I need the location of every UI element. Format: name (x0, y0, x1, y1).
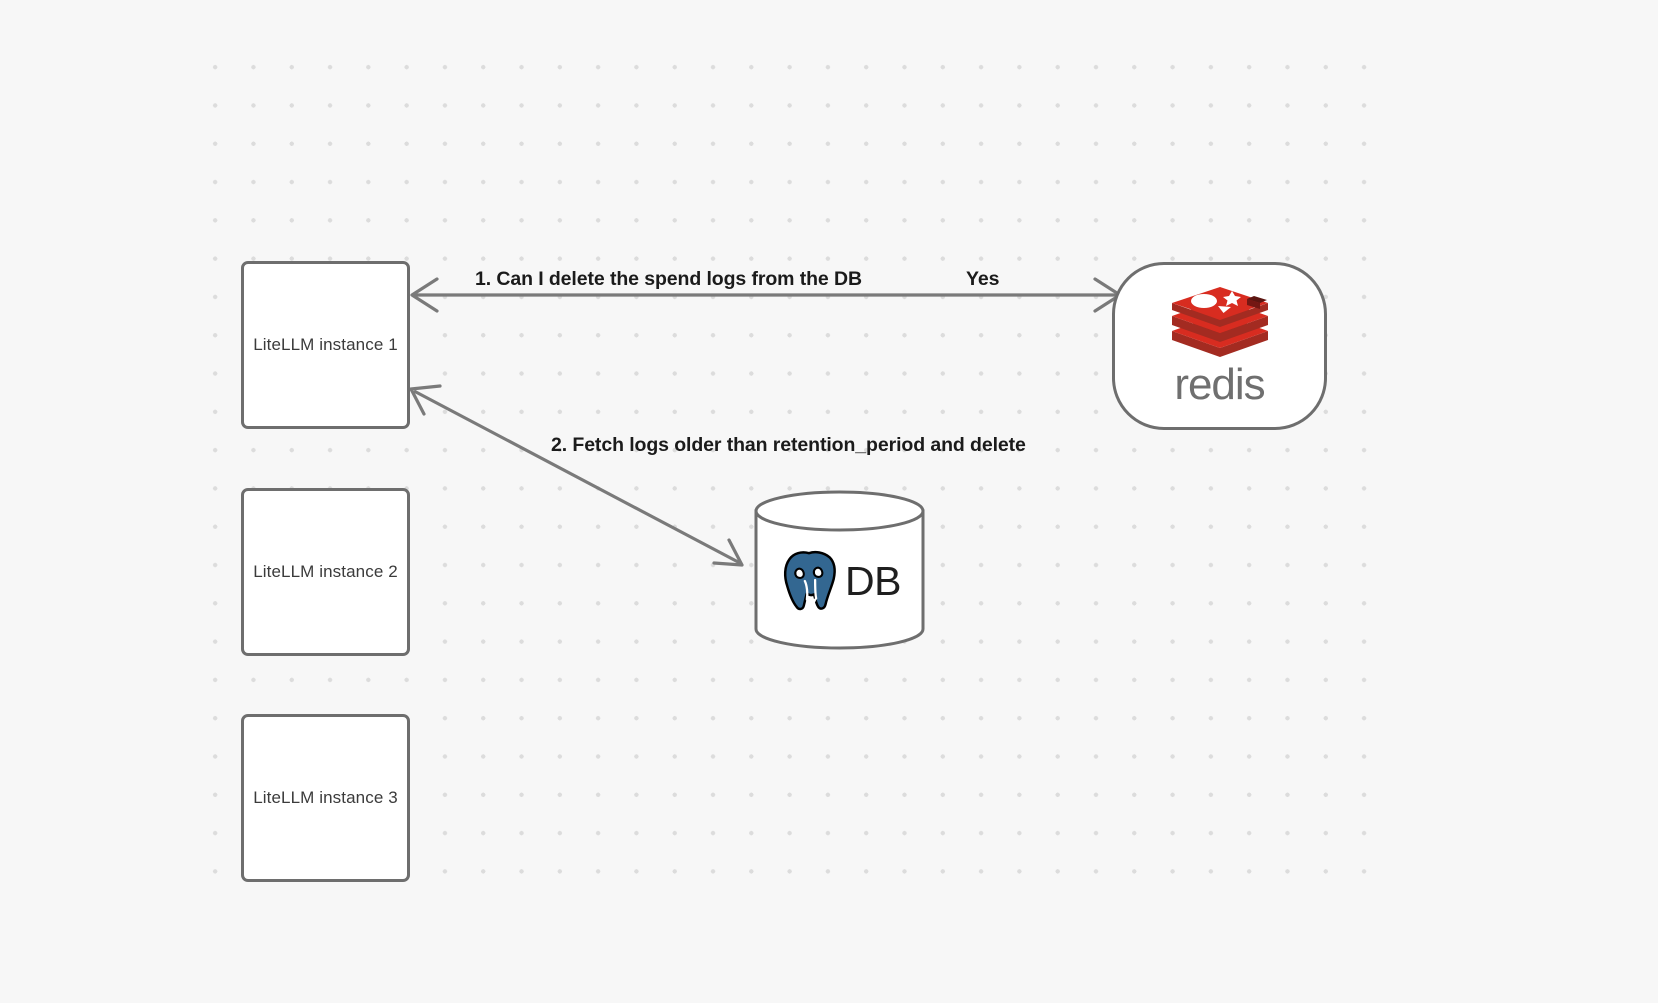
edge-label-step-2: 2. Fetch logs older than retention_perio… (551, 434, 1026, 456)
edge-litellm1-db (409, 384, 744, 567)
node-litellm-instance-1[interactable]: LiteLLM instance 1 (241, 261, 410, 429)
edge-label-yes: Yes (966, 268, 1000, 290)
arrowhead-end-edge2 (712, 538, 744, 567)
arrowhead-start-edge2 (409, 384, 442, 416)
postgresql-elephant-icon (782, 549, 838, 612)
node-litellm-instance-3[interactable]: LiteLLM instance 3 (241, 714, 410, 882)
node-label-litellm-2: LiteLLM instance 2 (253, 562, 398, 581)
node-redis[interactable]: redis (1112, 262, 1327, 430)
redis-wordmark: redis (1174, 360, 1265, 409)
node-label-litellm-1: LiteLLM instance 1 (253, 335, 398, 354)
node-litellm-instance-2[interactable]: LiteLLM instance 2 (241, 488, 410, 656)
redis-logo-icon (1171, 287, 1268, 357)
edge-label-step-1: 1. Can I delete the spend logs from the … (475, 268, 862, 290)
cylinder-shape-icon (754, 490, 925, 650)
node-db[interactable]: DB (753, 489, 926, 651)
node-label-litellm-3: LiteLLM instance 3 (253, 788, 398, 807)
arrowhead-left-edge1 (410, 277, 439, 313)
db-label: DB (845, 557, 901, 604)
